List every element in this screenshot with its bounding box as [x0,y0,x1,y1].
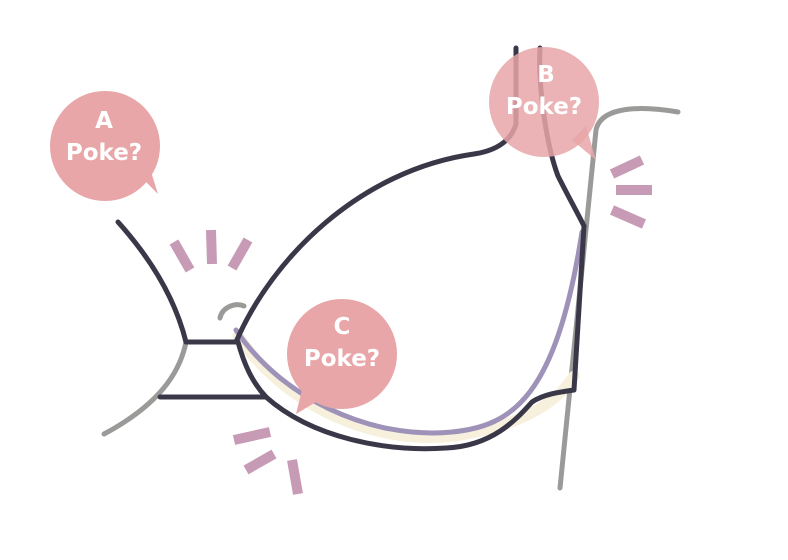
bubble-c[interactable]: C Poke? [287,299,397,414]
cup-bottom-outline [263,223,587,452]
bubble-c-prompt: Poke? [304,346,380,372]
bubble-b-letter: B [537,62,555,88]
bubble-a-shape [50,91,160,201]
tick-marks-b [609,155,652,229]
bubble-b-shape [489,47,599,157]
bubble-b[interactable]: B Poke? [489,47,599,160]
bubble-a-letter: A [95,108,113,134]
underwire [233,229,585,436]
underwire-padding [232,330,580,443]
body-line-small-curve [217,302,247,321]
bubble-c-letter: C [334,314,351,340]
bubble-b-prompt: Poke? [506,94,582,120]
left-strap-outline [115,219,269,400]
body-line-right [557,106,681,491]
cup-outline [233,45,519,345]
tick-marks-a [169,229,253,273]
bubble-a-prompt: Poke? [66,140,142,166]
tick-marks-c [232,427,303,495]
bubble-c-shape [287,299,397,409]
body-line-left [101,339,189,437]
bubble-a[interactable]: A Poke? [50,91,160,201]
